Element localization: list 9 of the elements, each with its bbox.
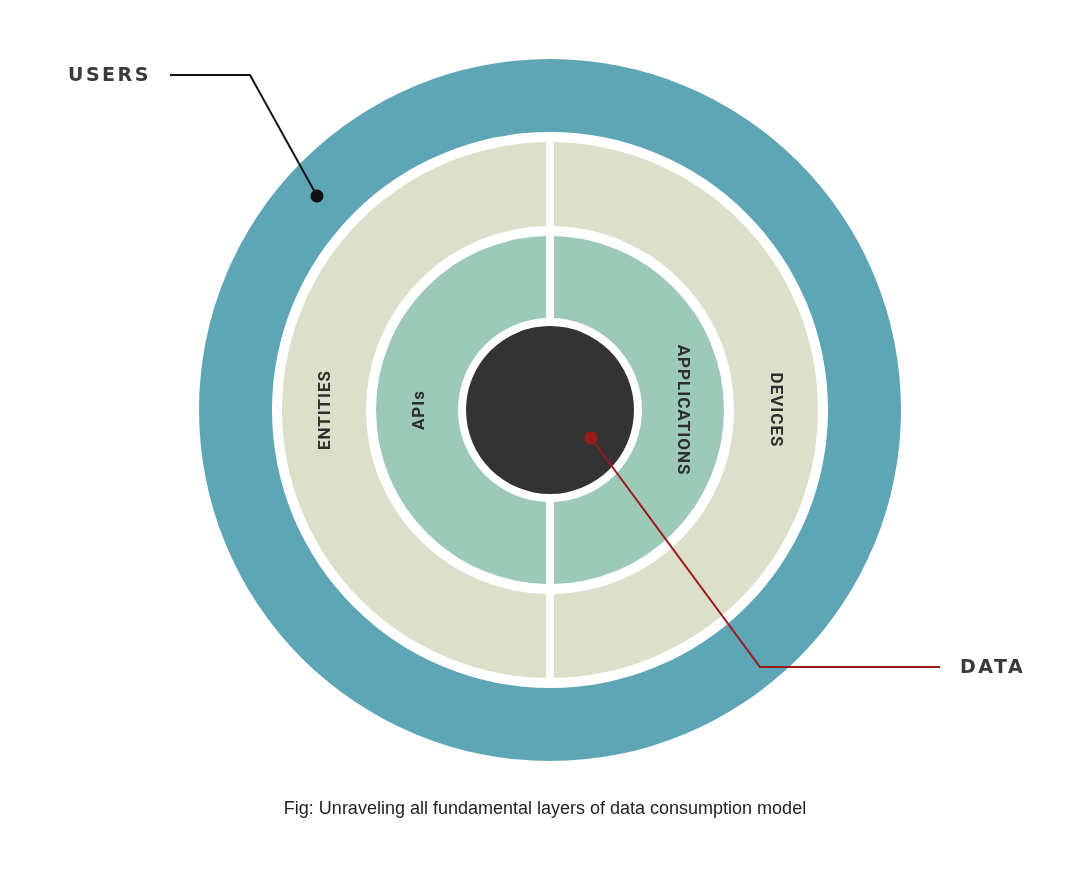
ring-label: APPLICATIONS bbox=[674, 344, 692, 476]
leader-line bbox=[169, 74, 324, 203]
callout-label: DATA bbox=[960, 657, 1026, 676]
caption: Fig: Unraveling all fundamental layers of data consumption model bbox=[283, 798, 807, 818]
ring-label: DEVICES bbox=[767, 372, 785, 448]
ring-label: ENTITIES bbox=[315, 369, 333, 451]
callout-label: USERS bbox=[68, 65, 151, 84]
ring-label: APIs bbox=[409, 389, 427, 431]
leader-line bbox=[584, 431, 941, 668]
